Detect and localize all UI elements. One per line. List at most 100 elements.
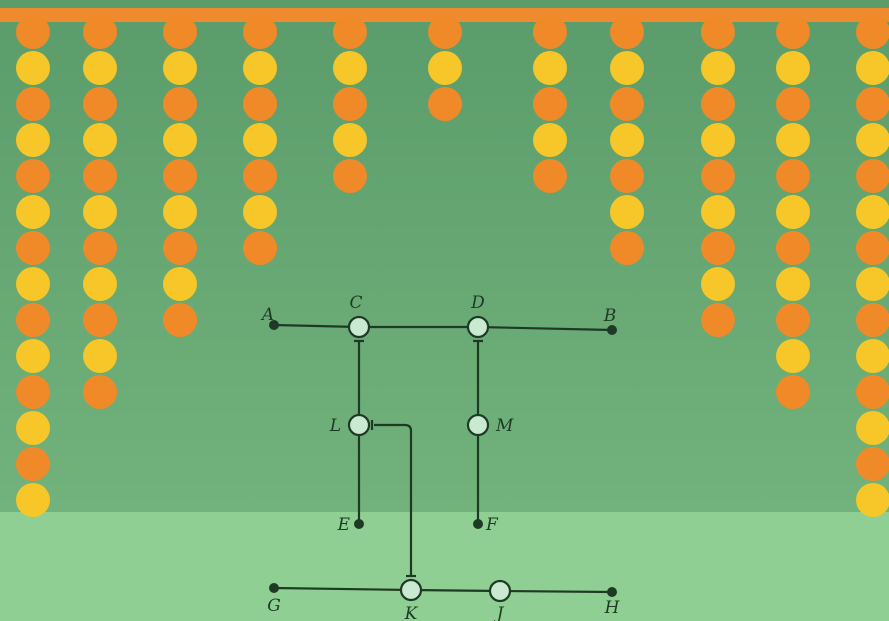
- yellow-marigold-bead: [701, 51, 735, 85]
- wire-j-h: [499, 589, 613, 594]
- orange-marigold-bead: [610, 87, 644, 121]
- orange-marigold-bead: [701, 15, 735, 49]
- switch-node-l: [347, 413, 371, 437]
- orange-marigold-bead: [16, 15, 50, 49]
- yellow-marigold-bead: [856, 123, 889, 157]
- switch-node-d: [466, 315, 490, 339]
- yellow-marigold-bead: [610, 195, 644, 229]
- orange-marigold-bead: [856, 447, 889, 481]
- terminal-node-g: [269, 583, 279, 593]
- yellow-marigold-bead: [83, 123, 117, 157]
- orange-marigold-bead: [333, 87, 367, 121]
- garland-rail: [0, 8, 889, 22]
- orange-marigold-bead: [701, 303, 735, 337]
- yellow-marigold-bead: [163, 123, 197, 157]
- orange-marigold-bead: [243, 159, 277, 193]
- control-c-l: [354, 339, 364, 415]
- node-label-b: B: [603, 306, 617, 326]
- yellow-marigold-bead: [243, 123, 277, 157]
- orange-marigold-bead: [163, 87, 197, 121]
- node-label-h: H: [604, 598, 621, 618]
- orange-marigold-bead: [610, 231, 644, 265]
- yellow-marigold-bead: [243, 195, 277, 229]
- yellow-marigold-bead: [163, 51, 197, 85]
- yellow-marigold-bead: [701, 123, 735, 157]
- orange-marigold-bead: [533, 87, 567, 121]
- orange-marigold-bead: [856, 159, 889, 193]
- orange-marigold-bead: [163, 159, 197, 193]
- node-label-a: A: [260, 305, 274, 325]
- yellow-marigold-bead: [83, 339, 117, 373]
- circuit-nodes: [269, 315, 617, 603]
- yellow-marigold-bead: [856, 339, 889, 373]
- yellow-marigold-bead: [533, 51, 567, 85]
- orange-marigold-bead: [428, 87, 462, 121]
- garland-strand: [163, 15, 197, 337]
- yellow-marigold-bead: [163, 195, 197, 229]
- orange-marigold-bead: [16, 447, 50, 481]
- circuit-control-lines: [354, 339, 483, 578]
- yellow-marigold-bead: [776, 339, 810, 373]
- wire-g-k: [273, 586, 412, 592]
- garland-strand: [428, 15, 462, 121]
- yellow-marigold-bead: [856, 483, 889, 517]
- yellow-marigold-bead: [16, 411, 50, 445]
- wall-background: [0, 0, 889, 512]
- node-label-c: C: [349, 293, 362, 313]
- orange-marigold-bead: [163, 231, 197, 265]
- orange-marigold-bead: [701, 231, 735, 265]
- orange-marigold-bead: [776, 87, 810, 121]
- garland-strand: [16, 15, 50, 517]
- orange-marigold-bead: [533, 159, 567, 193]
- node-label-e: E: [337, 515, 351, 535]
- yellow-marigold-bead: [428, 51, 462, 85]
- orange-marigold-bead: [776, 303, 810, 337]
- control-k-l: [370, 420, 416, 578]
- orange-marigold-bead: [16, 303, 50, 337]
- wire-a-c: [273, 323, 360, 329]
- orange-marigold-bead: [16, 231, 50, 265]
- orange-marigold-bead: [856, 15, 889, 49]
- orange-marigold-bead: [333, 15, 367, 49]
- orange-marigold-bead: [16, 159, 50, 193]
- terminal-node-f: [473, 519, 483, 529]
- yellow-marigold-bead: [16, 339, 50, 373]
- orange-marigold-bead: [83, 159, 117, 193]
- yellow-marigold-bead: [610, 51, 644, 85]
- orange-marigold-bead: [610, 159, 644, 193]
- yellow-marigold-bead: [243, 51, 277, 85]
- yellow-marigold-bead: [533, 123, 567, 157]
- control-line: [374, 423, 413, 576]
- orange-marigold-bead: [856, 87, 889, 121]
- orange-marigold-bead: [163, 15, 197, 49]
- yellow-marigold-bead: [701, 195, 735, 229]
- terminal-node-b: [607, 325, 617, 335]
- orange-marigold-bead: [243, 87, 277, 121]
- control-d-m: [473, 339, 483, 415]
- orange-marigold-bead: [243, 15, 277, 49]
- yellow-marigold-bead: [776, 123, 810, 157]
- yellow-marigold-bead: [701, 267, 735, 301]
- yellow-marigold-bead: [16, 483, 50, 517]
- garland-strand: [533, 15, 567, 193]
- orange-marigold-bead: [428, 15, 462, 49]
- orange-marigold-bead: [701, 87, 735, 121]
- orange-marigold-bead: [16, 375, 50, 409]
- orange-marigold-bead: [83, 15, 117, 49]
- orange-marigold-bead: [243, 231, 277, 265]
- terminal-node-e: [354, 519, 364, 529]
- garland-strand: [776, 15, 810, 409]
- circuit-wires: [273, 323, 613, 594]
- switch-node-c: [347, 315, 371, 339]
- yellow-marigold-bead: [16, 123, 50, 157]
- wire-k-j: [410, 588, 501, 593]
- orange-marigold-bead: [856, 231, 889, 265]
- node-label-m: M: [495, 416, 514, 436]
- orange-marigold-bead: [533, 15, 567, 49]
- yellow-marigold-bead: [856, 411, 889, 445]
- orange-marigold-bead: [776, 159, 810, 193]
- orange-marigold-bead: [83, 303, 117, 337]
- garland-strand: [333, 15, 367, 193]
